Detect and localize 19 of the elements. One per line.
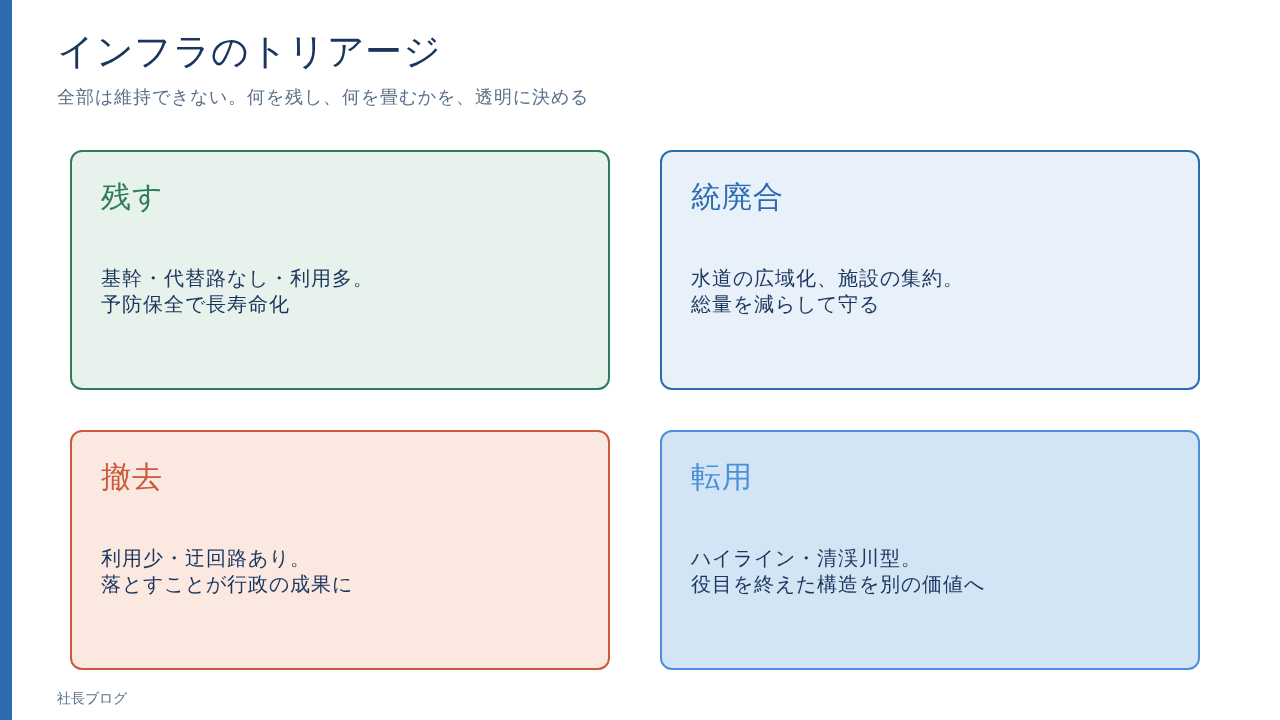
card-text: 予防保全で長寿命化 (101, 291, 290, 317)
category-card (660, 150, 1200, 390)
card-text: 落とすことが行政の成果に (101, 571, 353, 597)
card-heading: 残す (101, 178, 164, 216)
card-text: 基幹・代替路なし・利用多。 (101, 265, 374, 291)
footer-text: 社長ブログ (57, 689, 127, 708)
card-heading: 転用 (691, 458, 753, 496)
title: インフラのトリアージ (57, 29, 441, 75)
category-card (70, 150, 610, 390)
category-card (70, 430, 610, 670)
card-heading: 統廃合 (691, 178, 784, 216)
card-text: ハイライン・清渓川型。 (691, 545, 922, 571)
category-card (660, 430, 1200, 670)
card-text: 総量を減らして守る (691, 291, 880, 317)
card-heading: 撤去 (101, 458, 163, 496)
subtitle: 全部は維持できない。何を残し、何を畳むかを、透明に決める (57, 85, 589, 109)
card-text: 水道の広域化、施設の集約。 (691, 265, 964, 291)
card-text: 役目を終えた構造を別の価値へ (691, 571, 985, 597)
card-text: 利用少・迂回路あり。 (101, 545, 311, 571)
